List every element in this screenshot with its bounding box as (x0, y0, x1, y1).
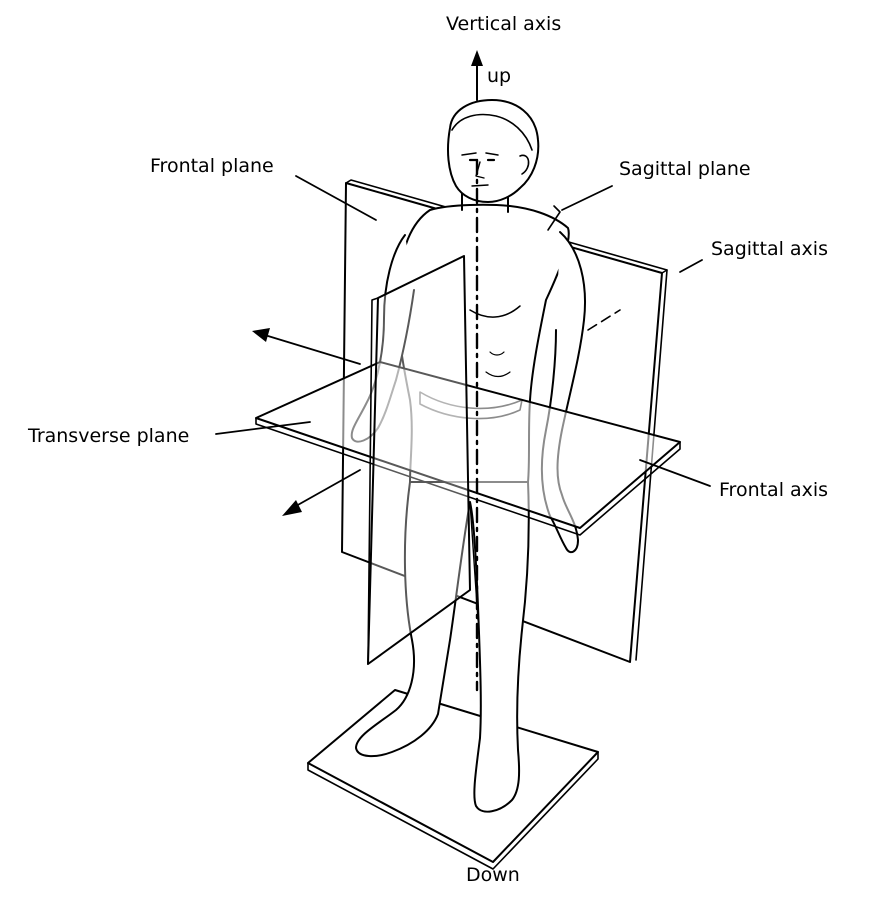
sagittal-plane (367, 205, 561, 665)
frontal-axis-arrow (282, 459, 711, 516)
vertical-axis-line (471, 50, 483, 692)
floor-plate (307, 689, 599, 870)
leader-lines (215, 175, 703, 435)
frontal-axis-label: Frontal axis (719, 479, 829, 501)
sagittal-axis-arrow (252, 309, 621, 365)
sagittal-plane-label: Sagittal plane (619, 158, 751, 180)
down-label: Down (466, 864, 520, 886)
vertical-axis-label: Vertical axis (446, 13, 562, 35)
sagittal-axis-label: Sagittal axis (711, 238, 828, 260)
frontal-plane-label: Frontal plane (150, 155, 274, 177)
up-label: up (487, 65, 512, 87)
transverse-plane-label: Transverse plane (28, 425, 190, 447)
